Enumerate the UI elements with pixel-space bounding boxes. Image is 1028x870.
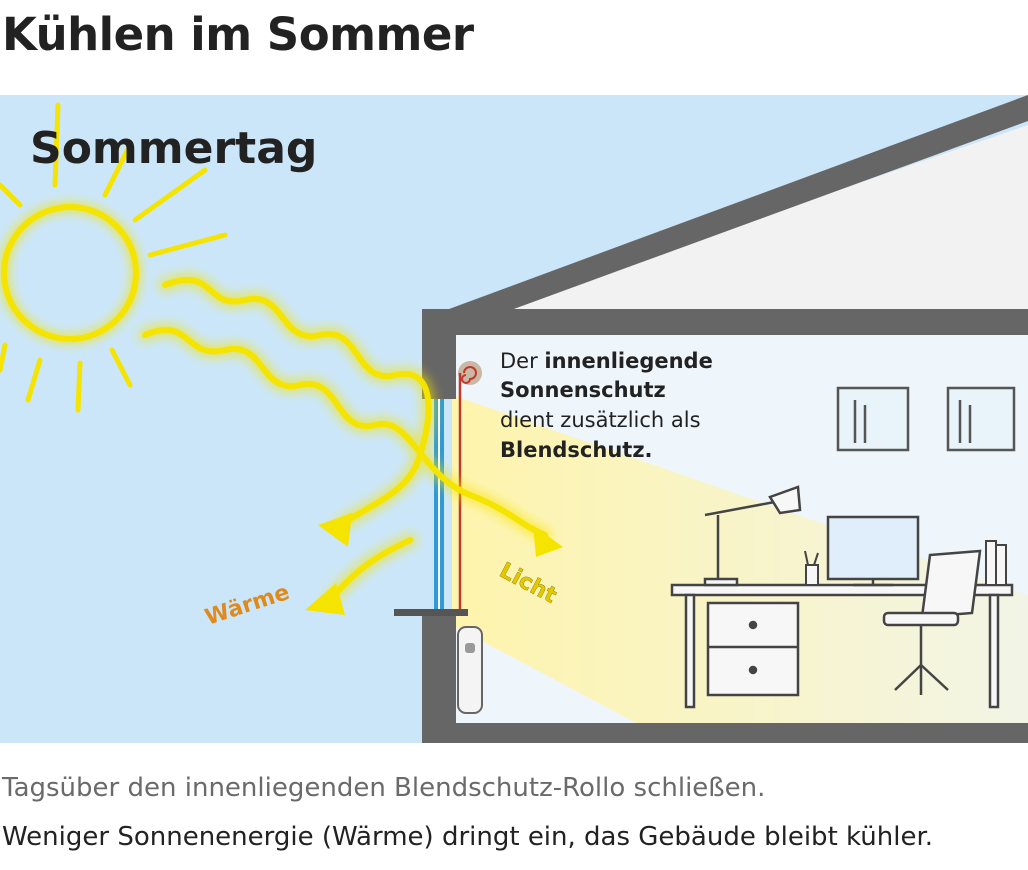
floor (422, 723, 1028, 743)
sunshade-callout: Der innenliegende Sonnenschutz dient zus… (500, 349, 713, 462)
sun-rays (138, 272, 552, 607)
svg-text:Der innenliegende: Der innenliegende (500, 349, 713, 373)
window-sill (394, 609, 468, 616)
scene-title: Sommertag (30, 123, 317, 174)
roof (422, 95, 1028, 325)
radiator (457, 626, 483, 714)
caption-line1: Tagsüber den innenliegenden Blendschutz-… (2, 773, 766, 803)
arrow-heads (305, 513, 563, 615)
heat-wave-2 (327, 537, 413, 603)
wall-lower (422, 615, 456, 743)
pen-cup (804, 550, 819, 586)
summer-day-illustration: Sommertag Der innenliegende Sonnenschutz… (0, 95, 1028, 743)
light-arrow-icon (533, 525, 563, 557)
wall-pictures (836, 386, 1016, 452)
heat-arrow-icon (318, 513, 352, 547)
callout-line1-bold: innenliegende (544, 349, 712, 373)
blind-roll-icon (458, 361, 482, 385)
desk-lamp (703, 485, 802, 587)
heat-wave-1 (162, 276, 432, 528)
sun-icon (0, 102, 228, 413)
light-wave (142, 326, 548, 538)
desk (670, 583, 1014, 709)
computer-monitor (826, 515, 920, 587)
page-title: Kühlen im Sommer (2, 8, 474, 61)
callout-line2: Sonnenschutz (500, 378, 666, 402)
caption-line2: Weniger Sonnenenergie (Wärme) dringt ein… (2, 822, 934, 852)
light-beam (452, 395, 1028, 725)
callout-line3: dient zusätzlich als (500, 408, 701, 432)
ceiling-slab (422, 309, 1028, 335)
office-chair (882, 549, 982, 695)
callout-line4: Blendschutz. (500, 438, 653, 462)
folders (985, 540, 1007, 586)
heat-arrow-2-icon (305, 583, 345, 615)
callout-line1-normal: Der (500, 349, 544, 373)
